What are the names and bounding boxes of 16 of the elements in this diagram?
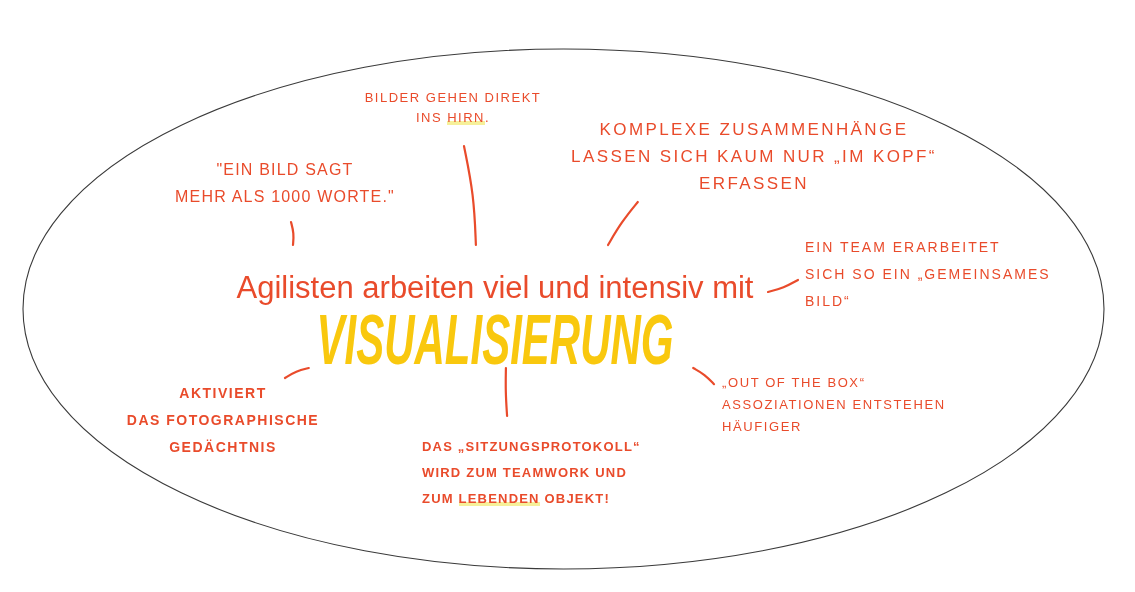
connector-line [504, 366, 509, 418]
connector-line [606, 200, 639, 247]
connector-line [692, 366, 716, 386]
handwritten-note: KOMPLEXE ZUSAMMENHÄNGE LASSEN SICH KAUM NUR „IM KOPF“ ERFASSEN [571, 119, 937, 195]
handwritten-note: "EIN BILD SAGT MEHR ALS 1000 WORTE." [175, 160, 395, 207]
intro-text: Agilisten arbeiten viel und intensiv mit [236, 270, 754, 306]
handwritten-note: BILDER GEHEN DIREKT INS HIRN. [364, 89, 542, 127]
handwritten-note: „OUT OF THE BOX“ ASSOZIATIONEN ENTSTEHEN HÄUFIGER [722, 374, 946, 436]
connector-line [462, 144, 477, 247]
connector-line [766, 278, 800, 294]
keyword-title: VISUALISIERUNG [316, 312, 674, 368]
handwritten-note: AKTIVIERT DAS FOTOGRAPHISCHE GEDÄCHTNIS [126, 384, 320, 457]
connector-line [289, 220, 295, 247]
handwritten-note: DAS „SITZUNGSPROTOKOLL“ WIRD ZUM TEAMWORK UND ZUM LEBENDEN OBJEKT! [422, 438, 641, 508]
handwritten-note: EIN TEAM ERARBEITET SICH SO EIN „GEMEINSAMES BILD“ [805, 238, 1051, 311]
connector-line [283, 366, 310, 380]
